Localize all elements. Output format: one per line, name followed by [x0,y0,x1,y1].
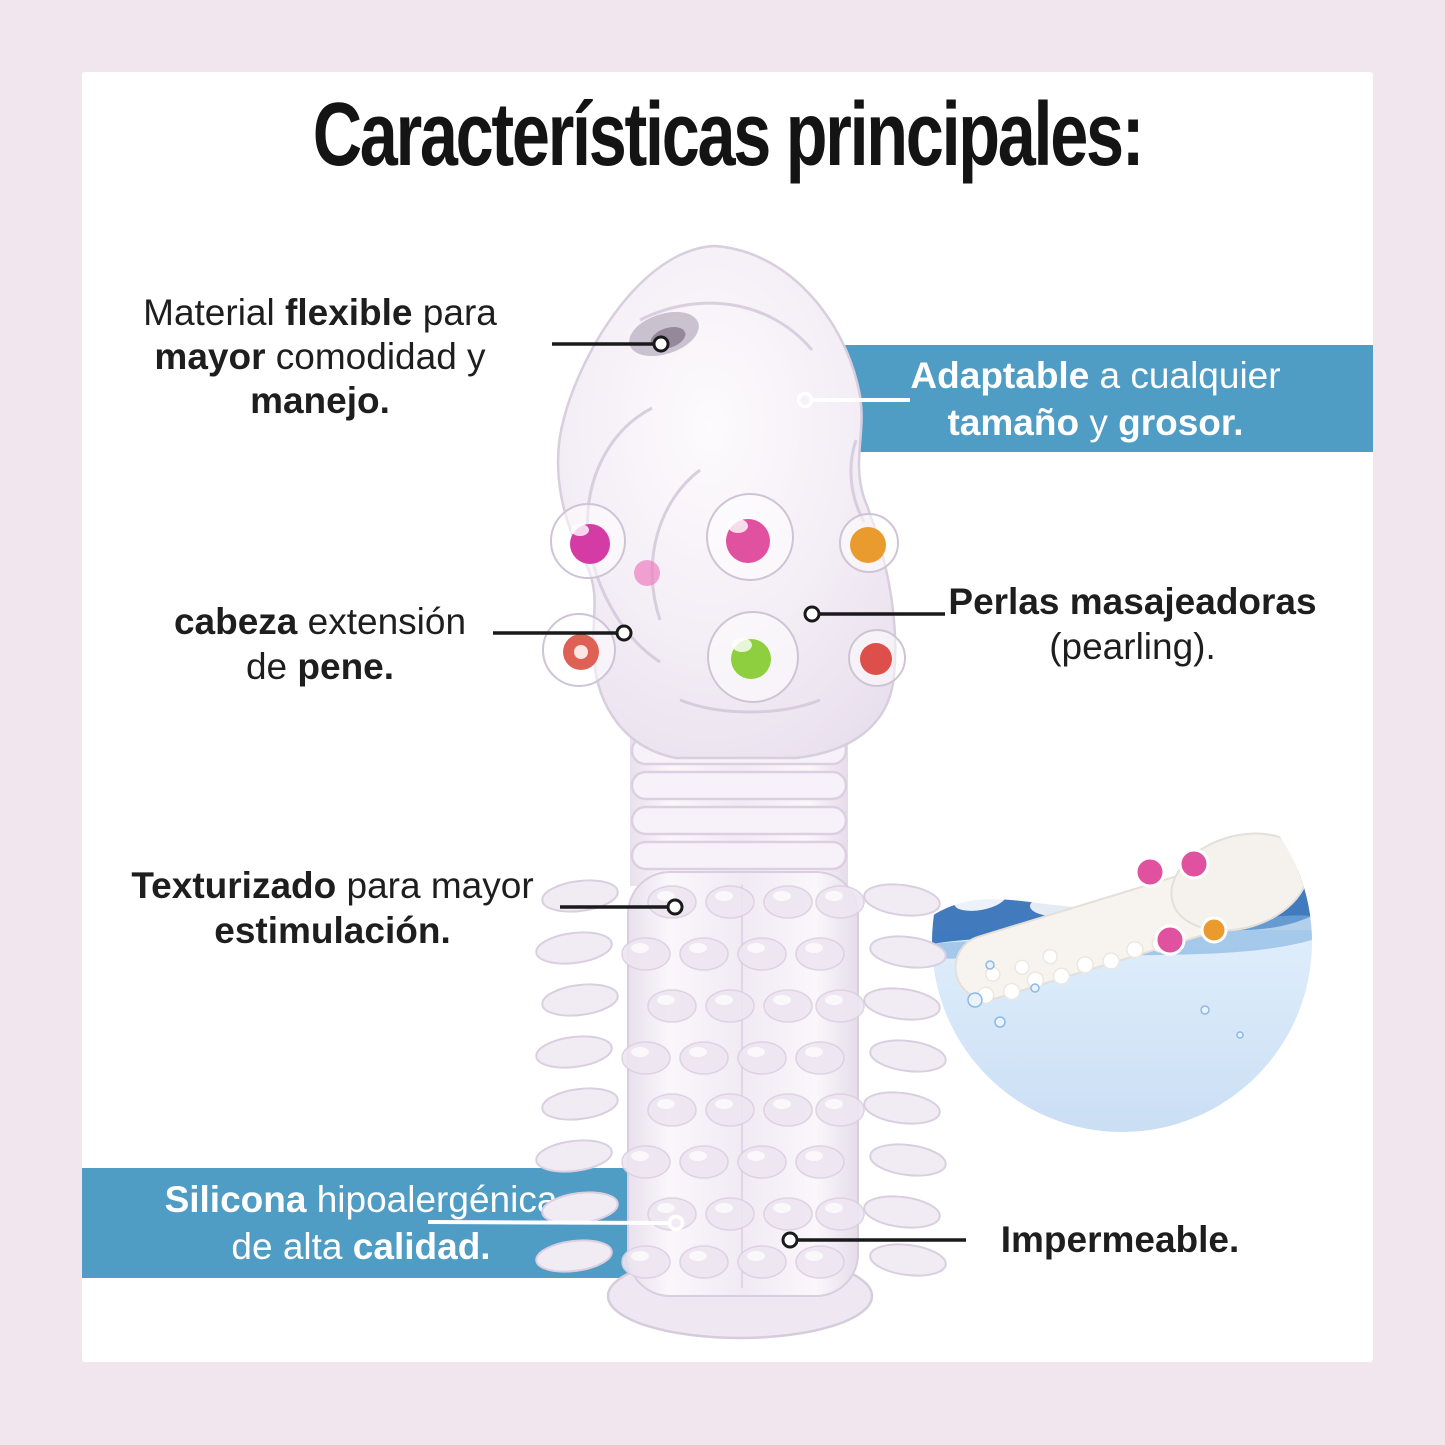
label-material: Material flexible para mayor comodidad y… [110,291,530,423]
spike-left [535,1239,613,1273]
white-connectors [427,398,910,1225]
connector-silicona [427,1220,671,1225]
inset-water-scene [932,752,1312,1132]
connector-dot-cabeza [615,624,633,642]
water-bubbles [967,960,1244,1039]
page-title: Características principales: [312,85,1145,185]
label-impermeable-line1: Impermeable. [1000,1219,1240,1260]
product-beads [542,493,906,703]
spike-right [869,935,947,969]
spike-right [869,1143,947,1177]
spike-right [863,1195,941,1229]
bead-red [860,643,892,675]
spike-right [863,1091,941,1125]
connector-dot-silicona [667,1214,685,1232]
label-texturizado: Texturizado para mayor estimulación. [100,863,565,953]
connector-dot-perlas [803,605,821,623]
label-perlas-line1: Perlas masajeadoras [948,581,1317,622]
connector-dot-impermeable [781,1231,799,1249]
neck-ring [630,770,848,801]
spike-right [863,987,941,1021]
product-spikes [535,879,947,1277]
spike-left [535,1139,613,1173]
spike-left [541,1087,619,1121]
label-material-line3: manejo. [250,380,390,421]
bead-orange [850,527,886,563]
connector-dot-texturizado [666,898,684,916]
banner-silicona-line1: Silicona hipoalergénica [164,1179,558,1220]
label-cabeza-line1: cabeza extensión [173,601,467,642]
label-perlas-line2: (pearling). [1049,626,1216,667]
label-material-line2: mayor comodidad y [154,336,486,377]
neck-ring [630,840,848,871]
spike-left [535,1035,613,1069]
label-perlas: Perlas masajeadoras (pearling). [930,579,1335,669]
spike-left [541,983,619,1017]
label-cabeza: cabeza extensión de pene. [150,599,490,689]
label-texturizado-line2: estimulación. [214,910,451,951]
banner-adaptable-line1: Adaptable a cualquier [910,354,1281,396]
banner-adaptable-line2: tamaño y grosor. [947,401,1244,443]
label-impermeable: Impermeable. [965,1217,1275,1262]
spike-left [535,931,613,965]
inset-beads [1134,848,1228,956]
connector-dot-material [652,335,670,353]
spike-left [541,879,619,913]
label-cabeza-line2: de pene. [245,646,395,687]
neck-ring [630,805,848,836]
connector-dot-adaptable [796,391,814,409]
banner-silicona-line2: de alta calidad. [231,1226,491,1267]
banner-adaptable: Adaptable a cualquier tamaño y grosor. [818,345,1373,452]
black-connectors [493,342,966,1242]
spike-right [869,1039,947,1073]
bead-small-pink [634,560,660,586]
label-texturizado-line1: Texturizado para mayor [131,865,534,906]
spike-right [863,883,941,917]
label-material-line1: Material flexible para [143,292,497,333]
spike-right [869,1243,947,1277]
